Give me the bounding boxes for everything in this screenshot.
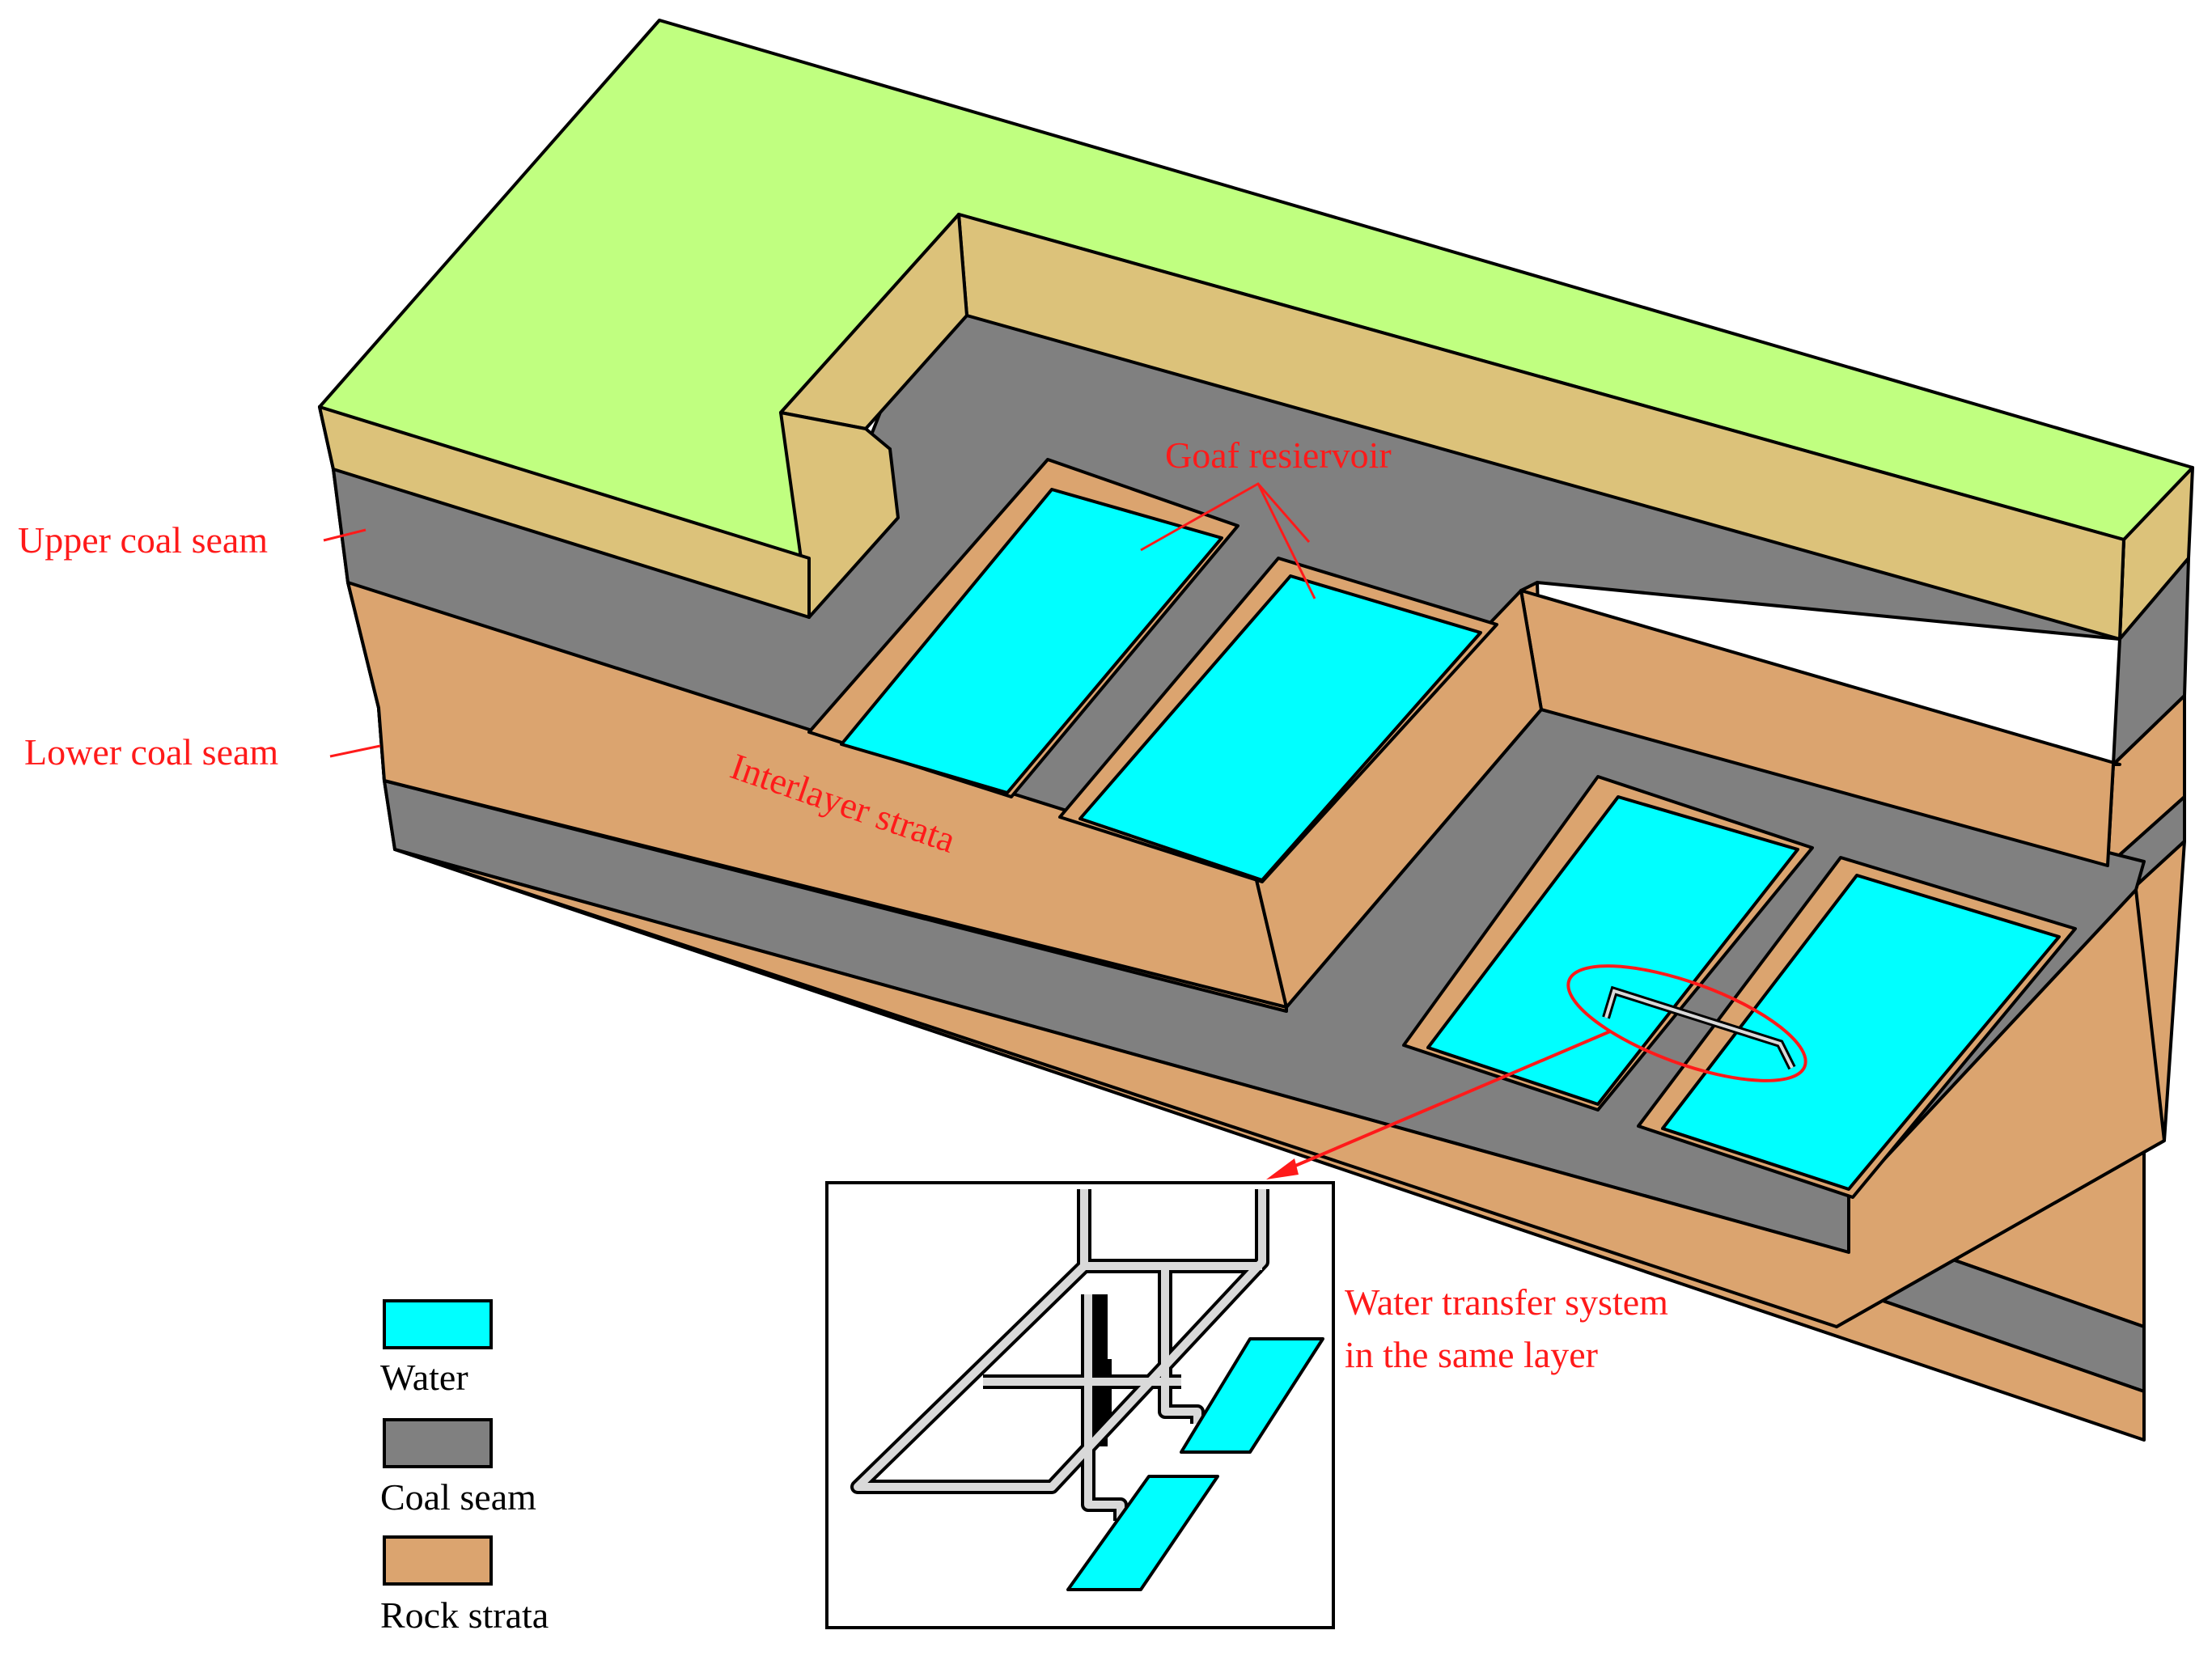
goaf-reservoir-upper-left [807, 458, 1239, 798]
inset-pool-lower [1066, 1475, 1219, 1591]
front-bottom-rock-right [393, 848, 2166, 1328]
label-water-transfer-line2: in the same layer [1345, 1334, 1598, 1375]
transfer-highlight-ellipse [1566, 964, 1807, 1082]
annotations: Upper coal seam Lower coal seam Goaf res… [18, 434, 1668, 1375]
goaf-reservoir-lower-left [1402, 775, 1814, 1112]
inset-pool-upper [1180, 1337, 1324, 1454]
goaf-reservoir-upper-right [1058, 557, 1498, 883]
label-lower-coal-seam: Lower coal seam [24, 731, 278, 773]
water-transfer-inset [825, 1181, 1335, 1629]
callout-arrow [1266, 1030, 1611, 1179]
legend: Water Coal seam Rock strata [380, 1299, 549, 1636]
legend-swatch-rock [383, 1535, 493, 1586]
transfer-pipe-small [1602, 985, 1796, 1070]
goaf-reservoir-lower-right [1637, 856, 2077, 1199]
topsoil-front-edge [318, 405, 811, 619]
legend-label-rock: Rock strata [380, 1594, 549, 1636]
label-water-transfer-line1: Water transfer system [1345, 1281, 1668, 1323]
legend-swatch-water [383, 1299, 493, 1349]
legend-label-coal: Coal seam [380, 1476, 536, 1518]
label-upper-coal-seam: Upper coal seam [18, 519, 268, 561]
legend-label-water: Water [380, 1357, 468, 1398]
legend-swatch-coal [383, 1418, 493, 1468]
label-goaf-reservoir: Goaf resiervoir [1165, 434, 1392, 476]
